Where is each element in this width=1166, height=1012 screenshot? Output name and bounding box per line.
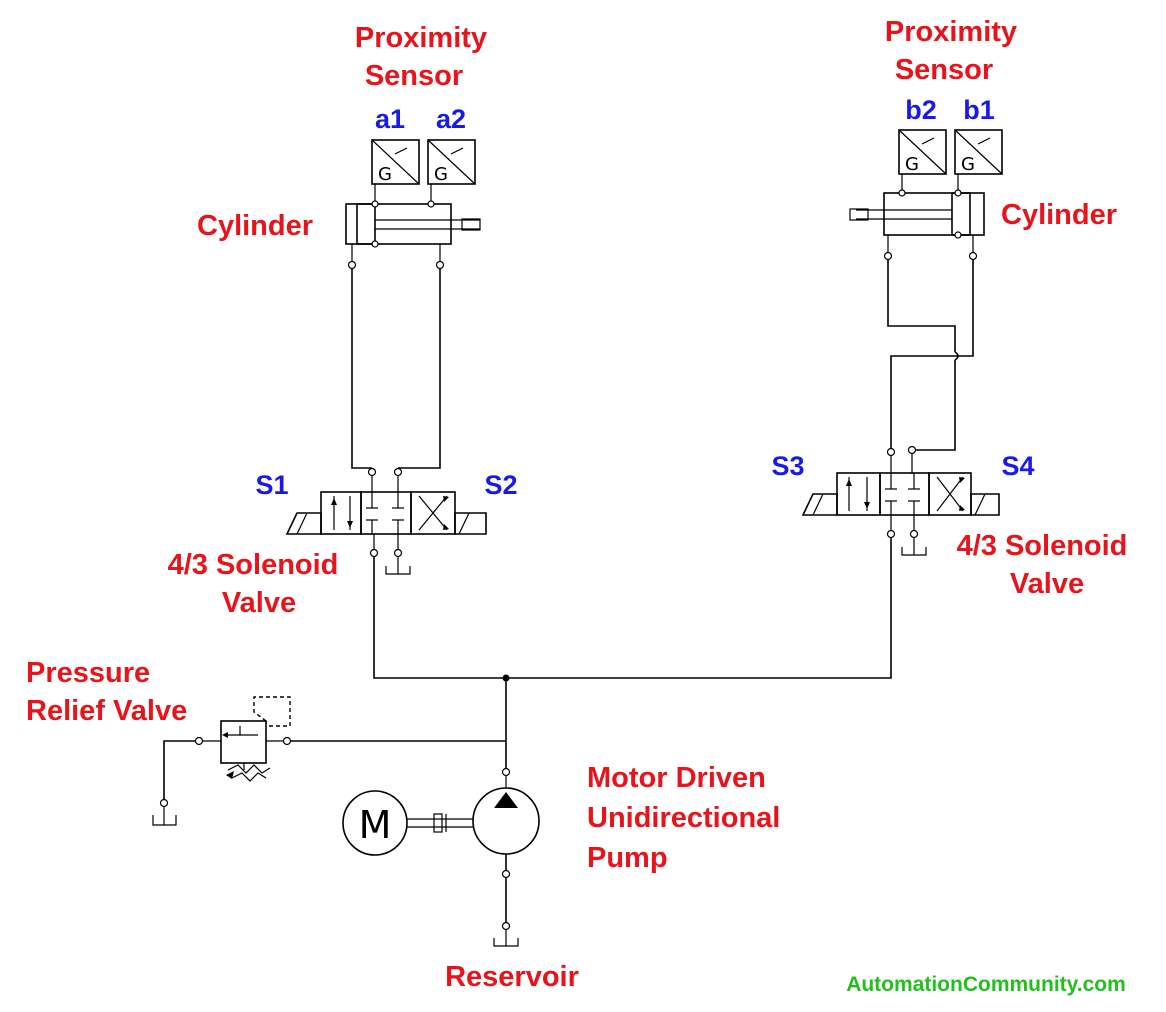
relief-valve-label-line2: Relief Valve [26,695,187,727]
cylinder-left-label: Cylinder [197,210,313,242]
left-cylinder-lines [351,269,441,469]
reservoir-tank [493,938,519,947]
pump-label-line1: Motor Driven [587,762,766,794]
motor-icon [342,790,408,856]
solenoid-valve-left [285,467,487,575]
sensor-b1-label: b1 [963,95,995,125]
proximity-sensor-a2: G [427,139,476,204]
sensor-b2-label: b2 [905,95,937,125]
relief-valve-label-line1: Pressure [26,657,150,689]
right-cylinder-lines [887,260,974,451]
motor-driven-pump: M [342,767,540,947]
sensor-b1-letter: G [961,154,975,175]
solenoid-s1-label: S1 [255,470,288,500]
prox-sensor-left-label-line1: Proximity [355,22,487,54]
pump-label-line3: Pump [587,842,668,874]
reservoir-label: Reservoir [445,961,579,993]
valve-left-label-line2: Valve [222,587,296,619]
sensor-b2-letter: G [905,154,919,175]
watermark-text: AutomationCommunity.com [846,973,1126,996]
supply-lines [287,538,892,768]
cylinder-left [345,200,481,270]
sensor-a1-letter: G [378,164,392,185]
prox-sensor-right-label-line1: Proximity [885,16,1017,48]
solenoid-s4-label: S4 [1001,451,1034,481]
proximity-sensor-b2: G [898,129,947,193]
valve-right-label-line1: 4/3 Solenoid [957,530,1128,562]
solenoid-valve-right [801,445,1000,556]
prox-sensor-right-label-line2: Sensor [895,54,993,86]
proximity-sensor-a1: G [371,139,420,204]
prox-sensor-left-label-line2: Sensor [365,60,463,92]
sensor-a1-label: a1 [375,104,405,134]
solenoid-s2-label: S2 [484,470,517,500]
sensor-a2-letter: G [434,164,448,185]
valve-left-label-line1: 4/3 Solenoid [168,549,339,581]
sensor-a2-label: a2 [436,104,466,134]
motor-letter: M [359,803,392,847]
pressure-relief-valve [152,696,292,826]
solenoid-s3-label: S3 [771,451,804,481]
valve-right-label-line2: Valve [1010,568,1084,600]
cylinder-right-label: Cylinder [1001,199,1117,231]
proximity-sensor-b1: G [954,129,1003,193]
pump-label-line2: Unidirectional [587,802,780,834]
cylinder-right [849,189,985,261]
